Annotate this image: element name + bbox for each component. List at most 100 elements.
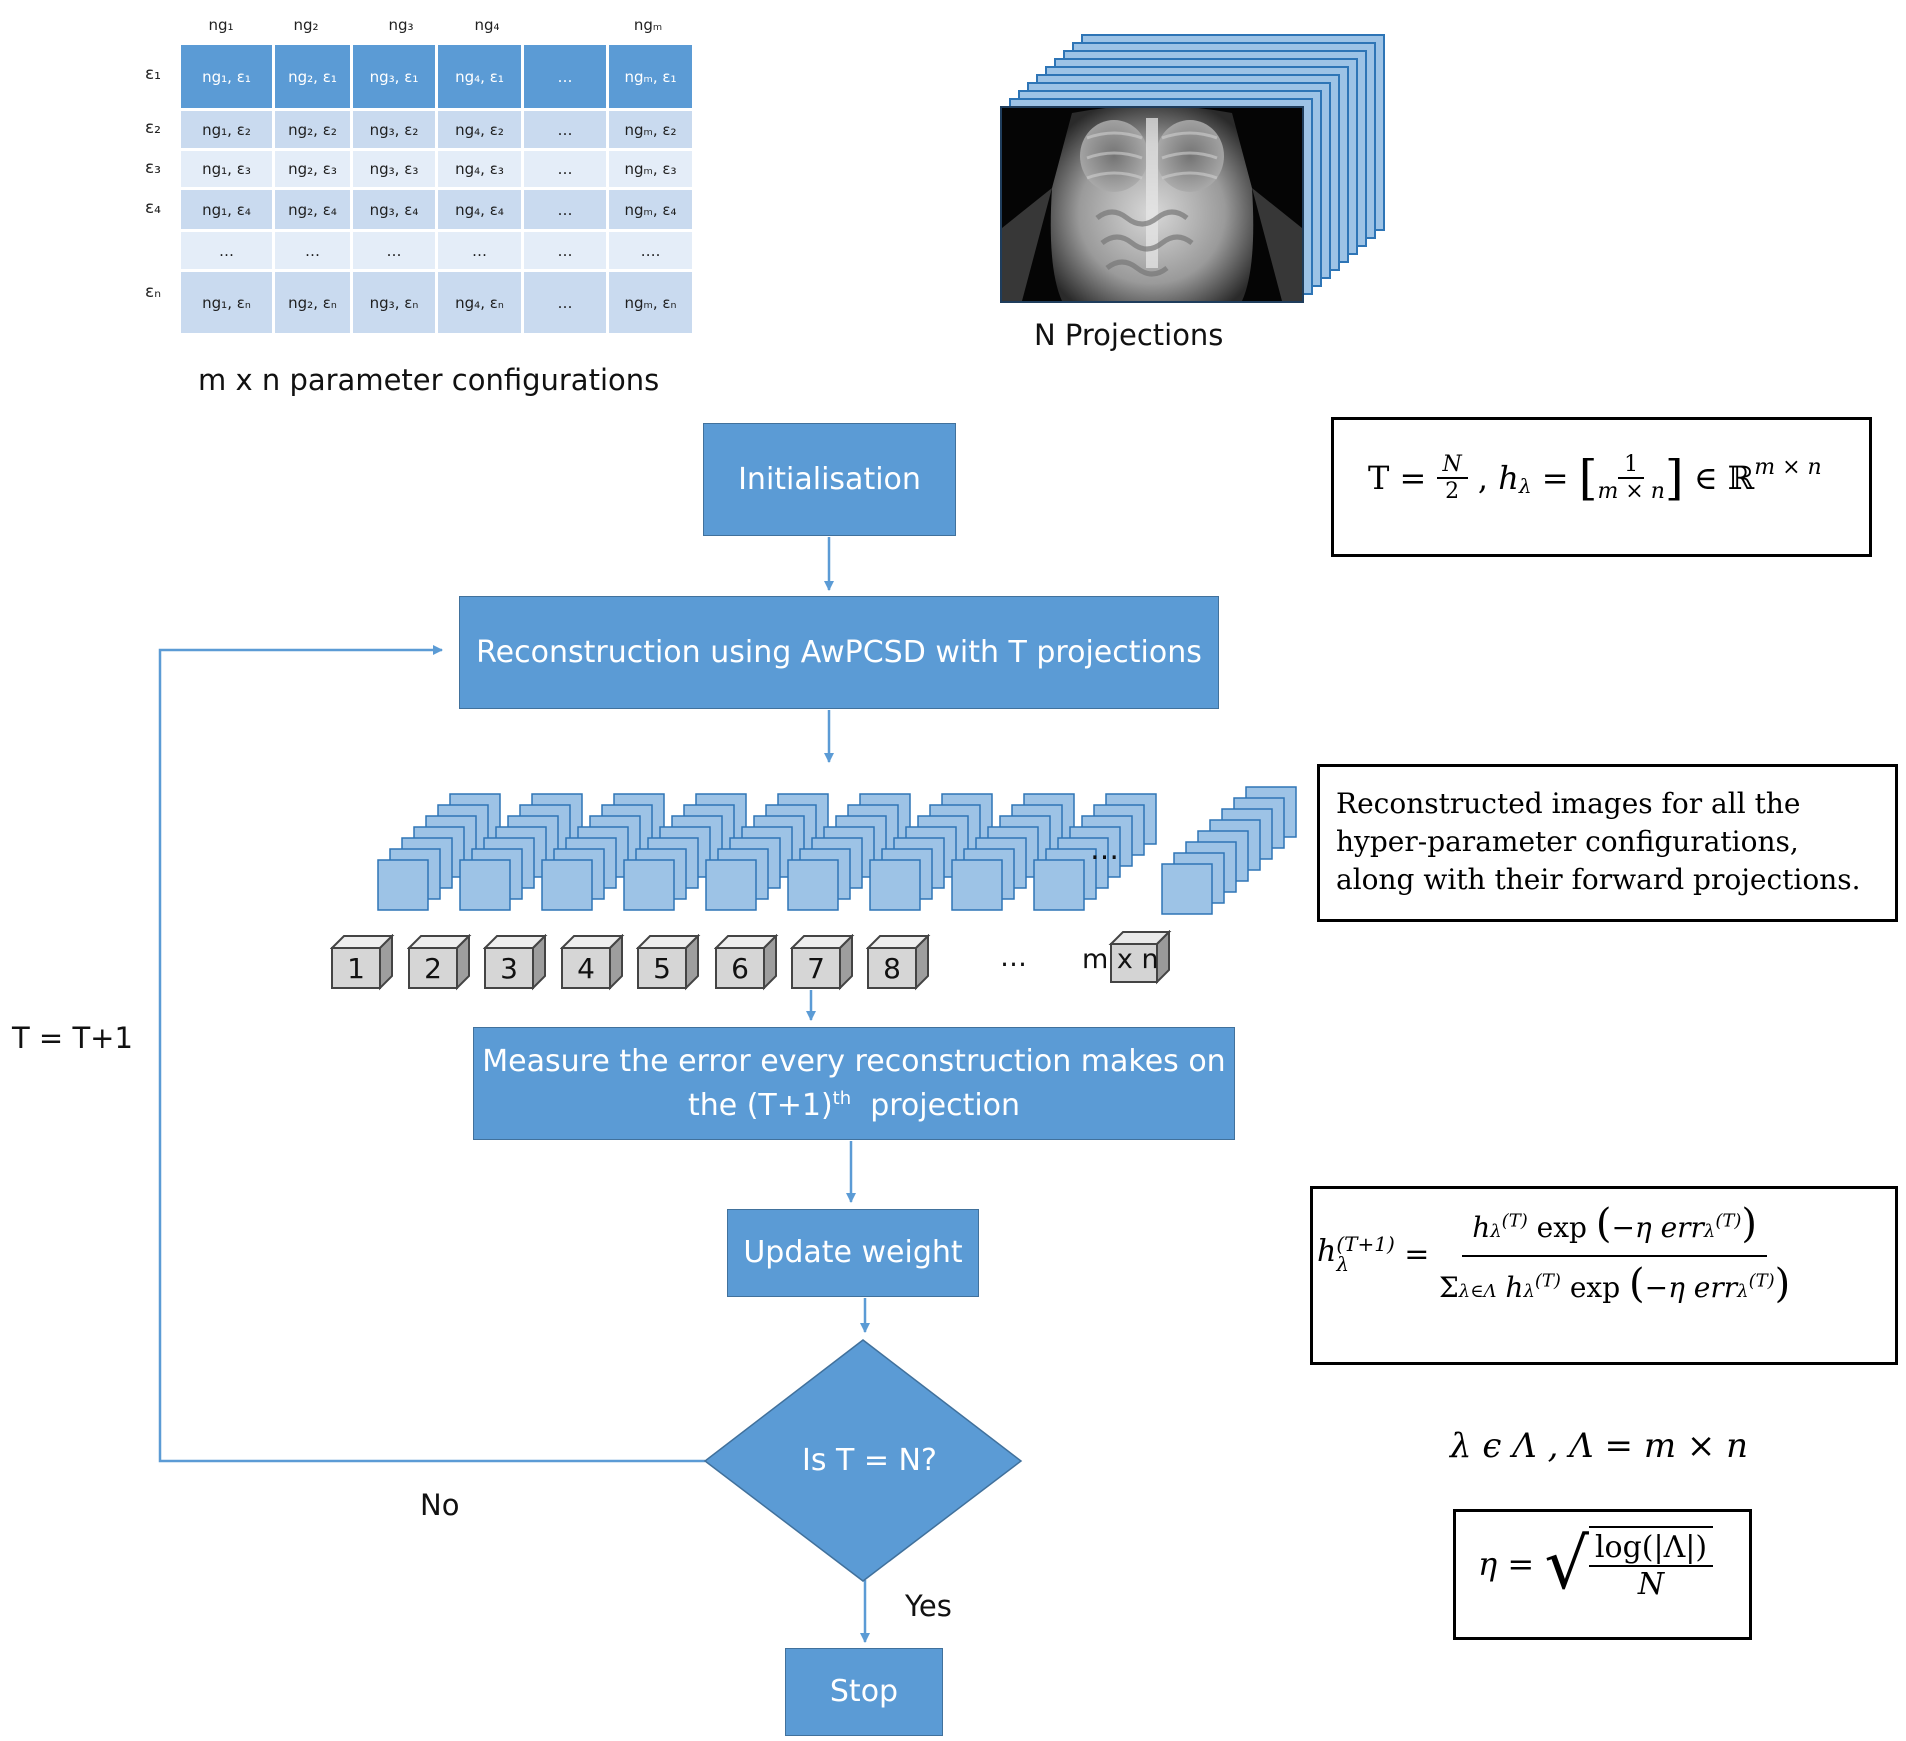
configuration-cube-label: 7: [807, 951, 825, 985]
configuration-cube-label: 5: [653, 951, 671, 985]
grid-cell: ng₁, ε₂: [181, 111, 272, 148]
weight-update-formula-box: h(T+1)λ = hλ(T) exp (−η errλ(T)) Σλ∈Λ hλ…: [1310, 1186, 1898, 1365]
grid-cell: …: [524, 45, 606, 108]
configuration-cube: 5: [636, 934, 702, 992]
grid-cell: ng₂, ε₁: [275, 45, 350, 108]
grid-cell: ng₄, ε₂: [438, 111, 521, 148]
reconstructed-image: [705, 859, 757, 911]
weight-update-formula: h(T+1)λ = hλ(T) exp (−η errλ(T)) Σλ∈Λ hλ…: [1317, 1201, 1791, 1307]
cube-last-shape: [1108, 930, 1172, 985]
grid-row-header: εₙ: [145, 282, 161, 302]
grid-cell: …: [524, 111, 606, 148]
grid-cell: …: [438, 232, 521, 269]
configuration-cube: 8: [866, 934, 932, 992]
grid-column-header: ng₂: [293, 16, 319, 34]
grid-column-header: ng₃: [388, 16, 414, 34]
reconstructed-image: [1161, 863, 1213, 915]
measure-line-2-pre: the (T+1): [687, 1087, 833, 1123]
reconstructed-image-stacks: [377, 786, 1297, 915]
grid-row-header: ε₂: [144, 118, 161, 138]
grid-cell: ng₂, ε₄: [275, 190, 350, 229]
grid-column-header: ng₁: [208, 16, 234, 34]
grid-cell: …: [353, 232, 435, 269]
reconstructed-note: Reconstructed images for all the hyper-p…: [1336, 787, 1861, 896]
grid-column-header: ngₘ: [633, 16, 663, 34]
update-weight-box: Update weight: [727, 1209, 979, 1297]
reconstructed-image: [459, 859, 511, 911]
grid-cell: ng₂, ε₂: [275, 111, 350, 148]
yes-label: Yes: [905, 1589, 952, 1623]
configuration-cube: 4: [560, 934, 626, 992]
grid-cell: ngₘ, ε₁: [609, 45, 692, 108]
grid-caption: m x n parameter configurations: [198, 363, 660, 397]
cube-last: [1107, 930, 1173, 986]
reconstructed-image: [541, 859, 593, 911]
decision-label: Is T = N?: [802, 1443, 937, 1478]
flow-arrows: [158, 537, 870, 1643]
grid-cell: …: [524, 232, 606, 269]
measure-error-box: Measure the error every reconstruction m…: [473, 1027, 1235, 1140]
cube-last-label: m x n: [1082, 944, 1159, 975]
grid-row-header: ε₃: [144, 158, 161, 178]
grid-cell: ng₃, εₙ: [353, 272, 435, 333]
grid-row-header: ε₄: [144, 198, 161, 218]
grid-cell: ngₘ, ε₂: [609, 111, 692, 148]
grid-cell: …: [524, 190, 606, 229]
grid-cell: ng₃, ε₃: [353, 151, 435, 187]
projection-stack: [990, 20, 1390, 320]
stack-ellipsis: …: [1090, 832, 1119, 866]
configuration-cube: 7: [790, 934, 856, 992]
configuration-cube-label: 1: [347, 951, 365, 985]
configuration-cube: 3: [483, 934, 549, 992]
stop-box: Stop: [785, 1648, 943, 1736]
measure-line-2-post: projection: [851, 1087, 1021, 1123]
grid-cell: ng₁, ε₁: [181, 45, 272, 108]
configuration-cube: 1: [330, 934, 396, 992]
configuration-cube-label: 4: [577, 951, 595, 985]
initialisation-box: Initialisation: [703, 423, 956, 536]
grid-cell: …: [275, 232, 350, 269]
configuration-cube-label: 3: [500, 951, 518, 985]
reconstructed-image: [623, 859, 675, 911]
lambda-definition: λ ϵ Λ , Λ = m × n: [1450, 1426, 1749, 1466]
measure-line-1: Measure the error every reconstruction m…: [482, 1044, 1226, 1079]
reconstruction-box: Reconstruction using AwPCSD with T proje…: [459, 596, 1219, 709]
configuration-cube: 2: [407, 934, 473, 992]
grid-cell: ng₁, εₙ: [181, 272, 272, 333]
grid-cell: ng₃, ε₁: [353, 45, 435, 108]
grid-cell: ngₘ, εₙ: [609, 272, 692, 333]
grid-cell: ngₘ, ε₄: [609, 190, 692, 229]
grid-cell: ng₃, ε₂: [353, 111, 435, 148]
reconstructed-image: [951, 859, 1003, 911]
configuration-cube-label: 8: [883, 951, 901, 985]
grid-cell: …: [524, 151, 606, 187]
grid-cell: ng₂, εₙ: [275, 272, 350, 333]
measure-line-2-sup: th: [832, 1087, 852, 1109]
chest-xray-graphic: [1002, 108, 1302, 301]
grid-cell: ngₘ, ε₃: [609, 151, 692, 187]
cube-ellipsis: …: [1000, 942, 1027, 973]
decision-diamond: [703, 1339, 1023, 1582]
reconstructed-image: [1033, 859, 1085, 911]
grid-cell: ng₄, ε₃: [438, 151, 521, 187]
xray-image: [1000, 106, 1304, 303]
grid-cell: ng₁, ε₄: [181, 190, 272, 229]
grid-cell: ng₃, ε₄: [353, 190, 435, 229]
projections-caption: N Projections: [1034, 318, 1224, 352]
grid-cell: ng₄, εₙ: [438, 272, 521, 333]
grid-column-header: ng₄: [474, 16, 500, 34]
configuration-cube-label: 2: [424, 951, 442, 985]
reconstructed-image: [377, 859, 429, 911]
grid-cell: ng₄, ε₄: [438, 190, 521, 229]
eta-formula: η = √ log(|Λ|)N: [1478, 1526, 1714, 1602]
grid-cell: …: [524, 272, 606, 333]
grid-row-header: ε₁: [144, 64, 161, 84]
loop-label: T = T+1: [12, 1021, 133, 1055]
grid-cell: …: [181, 232, 272, 269]
reconstructed-note-box: Reconstructed images for all the hyper-p…: [1317, 764, 1898, 922]
configuration-cube-label: 6: [731, 951, 749, 985]
